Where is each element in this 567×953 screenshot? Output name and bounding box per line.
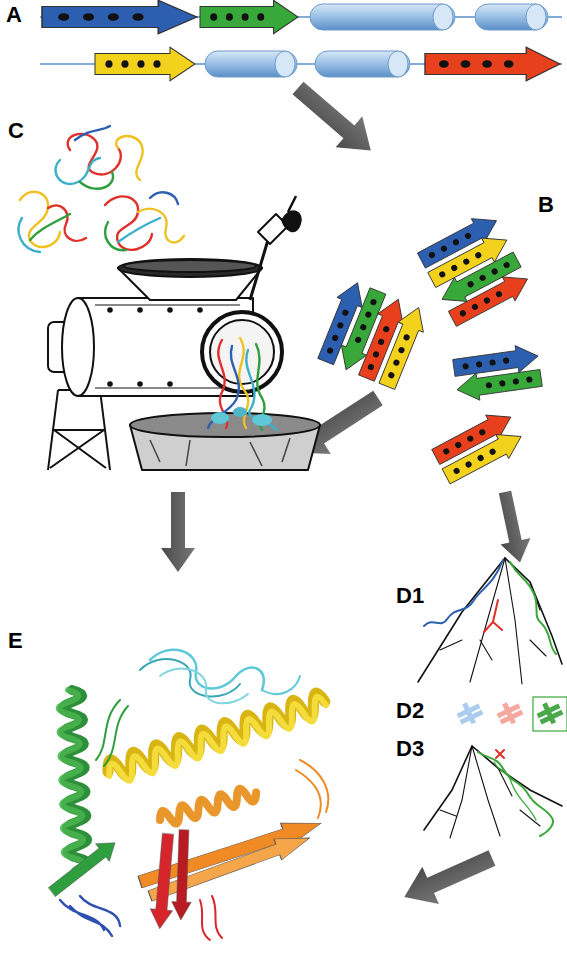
meat-grinder bbox=[48, 196, 320, 470]
sheet-pairings bbox=[313, 209, 543, 489]
panel-label: D3 bbox=[396, 738, 424, 760]
panel-label: A bbox=[6, 4, 22, 26]
panel-label: C bbox=[8, 120, 24, 142]
coil-structures bbox=[19, 126, 184, 252]
energy-landscape bbox=[418, 558, 562, 684]
panel-label: E bbox=[8, 630, 23, 652]
flow-arrows bbox=[161, 73, 535, 916]
panel-label: D2 bbox=[396, 700, 424, 722]
refined-landscape bbox=[424, 746, 562, 838]
sequence-rows bbox=[40, 0, 562, 81]
panel-label: D1 bbox=[396, 585, 424, 607]
candidate-icons bbox=[457, 697, 567, 731]
panel-label: B bbox=[538, 194, 554, 216]
structure-ensemble bbox=[45, 650, 329, 940]
ground-output bbox=[208, 338, 276, 430]
